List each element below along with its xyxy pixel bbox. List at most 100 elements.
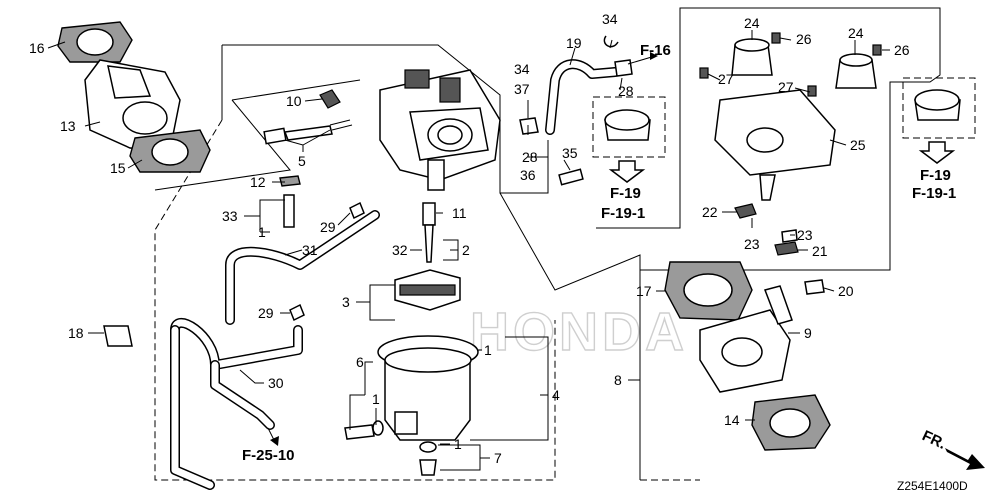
hose-19 — [545, 59, 620, 135]
label-part-33: 33 — [222, 208, 238, 224]
clip-20 — [804, 279, 825, 295]
label-part-37: 37 — [514, 81, 530, 97]
label-part-1-oring: 1 — [484, 342, 492, 358]
label-part-6: 6 — [356, 354, 364, 370]
breather-24-left — [731, 38, 773, 76]
drawing-code: Z254E1400D — [897, 479, 968, 493]
float-bowl-4 — [384, 347, 472, 441]
label-part-28-left: 28 — [522, 149, 538, 165]
label-part-3: 3 — [342, 294, 350, 310]
watermark-text: HONDA — [470, 302, 688, 362]
label-part-17: 17 — [636, 283, 652, 299]
breather-icon-f19-right — [914, 89, 961, 121]
bracket-25 — [714, 89, 836, 201]
label-part-4: 4 — [552, 387, 560, 403]
ref-f19-1-right: F-19-1 — [912, 185, 956, 202]
bolt-27-left — [699, 67, 709, 79]
clip-29-upper — [349, 201, 365, 220]
gasket-outline — [154, 99, 291, 191]
screw-10 — [319, 89, 341, 109]
label-part-31: 31 — [302, 242, 318, 258]
label-part-25: 25 — [850, 137, 866, 153]
label-part-19: 19 — [566, 35, 582, 51]
arrow-f19-right — [918, 141, 956, 164]
label-part-11: 11 — [452, 205, 467, 221]
label-part-18: 18 — [68, 325, 84, 341]
gasket-outline-2 — [231, 79, 361, 101]
label-part-23-left: 23 — [744, 236, 760, 252]
carburetor-frame — [222, 44, 549, 194]
screw-23 — [781, 229, 798, 243]
label-part-14: 14 — [724, 412, 740, 428]
label-part-24-right: 24 — [848, 25, 864, 41]
label-part-8: 8 — [614, 372, 622, 388]
gasket-16 — [57, 21, 133, 63]
frame-dashed-left — [154, 119, 556, 481]
ref-f19-left: F-19 — [610, 185, 641, 202]
clip-22 — [734, 203, 757, 219]
clip-28-right — [614, 59, 633, 77]
gasket-14 — [751, 394, 831, 451]
arrow-f25-10 — [267, 427, 279, 446]
bolt-26-right — [872, 44, 882, 56]
ref-box-f19-left — [592, 96, 666, 158]
label-part-32: 32 — [392, 242, 408, 258]
screw-35 — [558, 168, 584, 186]
label-part-30: 30 — [268, 375, 284, 391]
label-part-1-washer: 1 — [372, 391, 380, 407]
label-part-23-right: 23 — [797, 227, 813, 243]
fr-direction-arrow — [945, 448, 985, 470]
gasket-15 — [129, 129, 211, 173]
label-part-7: 7 — [494, 450, 502, 466]
ref-box-f19-right — [902, 77, 976, 139]
label-part-12: 12 — [250, 174, 266, 190]
label-part-35: 35 — [562, 145, 578, 161]
gasket-17 — [664, 261, 753, 321]
bolt-7 — [419, 441, 437, 476]
bolt-26-left — [771, 32, 781, 44]
leader-lines — [47, 30, 890, 471]
label-part-5: 5 — [298, 153, 306, 169]
clip-29-lower — [289, 303, 305, 322]
label-part-13: 13 — [60, 118, 76, 134]
frame-mid — [499, 192, 641, 480]
label-part-34-top: 34 — [602, 11, 618, 27]
needle-assembly-5 — [263, 119, 353, 145]
label-part-15: 15 — [110, 160, 126, 176]
label-part-20: 20 — [838, 283, 854, 299]
float-3 — [394, 269, 461, 311]
label-part-28-right: 28 — [618, 83, 634, 99]
insulator-9 — [699, 285, 793, 393]
hose-31 — [225, 210, 380, 325]
label-part-9: 9 — [804, 325, 812, 341]
ref-f16: F-16 — [640, 42, 671, 59]
label-part-2: 2 — [462, 242, 470, 258]
label-part-26-left: 26 — [796, 31, 812, 47]
ref-f25-10: F-25-10 — [242, 447, 295, 464]
label-part-26-right: 26 — [894, 42, 910, 58]
label-part-16: 16 — [29, 40, 45, 56]
label-part-22: 22 — [702, 204, 718, 220]
arrow-f19-left — [608, 160, 646, 183]
label-part-10: 10 — [286, 93, 302, 109]
label-part-27-left: 27 — [718, 71, 734, 87]
label-part-27-right: 27 — [778, 79, 794, 95]
breather-24-right — [835, 53, 877, 89]
arrow-f16 — [627, 52, 658, 65]
ref-f19-1-left: F-19-1 — [601, 205, 645, 222]
clip-21 — [774, 241, 799, 256]
label-part-29-upper: 29 — [320, 219, 336, 235]
clip-18 — [103, 325, 133, 347]
screw-12 — [279, 175, 301, 228]
clip-28-left — [519, 117, 539, 135]
fr-label: FR. — [919, 427, 948, 453]
hose-30 — [170, 318, 303, 490]
label-part-34: 34 — [514, 61, 530, 77]
label-part-1-bottom: 1 — [454, 436, 462, 452]
bolt-27-right — [807, 85, 817, 97]
label-part-29-lower: 29 — [258, 305, 274, 321]
label-part-1-upper: 1 — [258, 224, 266, 240]
label-part-24-left: 24 — [744, 15, 760, 31]
